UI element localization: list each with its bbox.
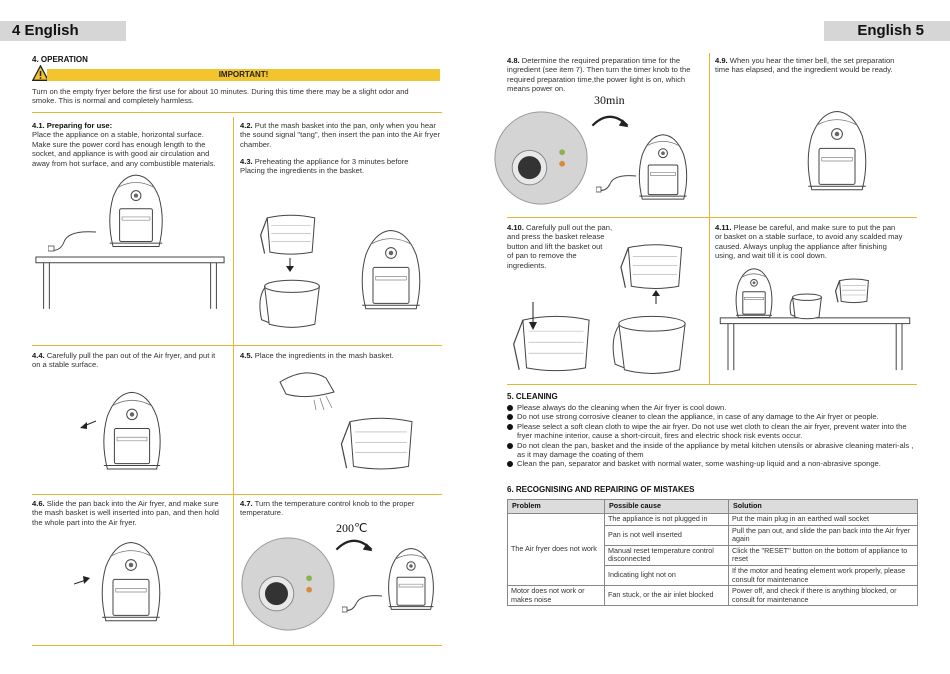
section-4-10: 4.10. Carefully pull out the pan, and pr… — [507, 223, 613, 270]
knob-closeup-illustration — [493, 110, 589, 206]
warning-icon — [32, 65, 49, 82]
section-title-troubleshooting: 6. RECOGNISING AND REPAIRING OF MISTAKES — [507, 485, 695, 494]
table-row: The Air fryer does not work The applianc… — [507, 512, 918, 587]
down-arrow-icon — [286, 258, 294, 272]
section-title-operation: 4. OPERATION — [32, 55, 88, 64]
section-4-1: 4.1. Preparing for use: Place the applia… — [32, 121, 216, 168]
section-4-11: 4.11. Please be careful, and make sure t… — [715, 223, 903, 261]
important-banner: IMPORTANT! — [47, 69, 440, 81]
divider — [233, 346, 234, 494]
cause-cell: Indicating light not on — [604, 564, 729, 587]
temperature-label: 200℃ — [336, 521, 368, 535]
solution-cell: Power off, and check if there is anythin… — [728, 585, 918, 607]
list-item: Please select a soft clean cloth to wipe… — [507, 422, 919, 441]
table-illustration — [34, 252, 226, 312]
section-4-8: 4.8. Determine the required preparation … — [507, 56, 691, 94]
column-header: Solution — [728, 499, 918, 514]
right-arrow-icon — [74, 576, 90, 588]
section-4-9: 4.9. When you hear the timer bell, the s… — [715, 56, 895, 75]
cause-cell: Fan stuck, or the air inlet blocked — [604, 585, 729, 607]
list-item: Clean the pan, separator and basket with… — [507, 459, 919, 468]
pan-illustration — [254, 272, 330, 334]
air-fryer-illustration — [626, 120, 700, 216]
basket-illustration — [338, 408, 424, 480]
air-fryer-illustration — [792, 94, 882, 210]
section-4-6: 4.6. Slide the pan back into the Air fry… — [32, 499, 220, 527]
list-item: Please always do the cleaning when the A… — [507, 403, 919, 412]
cause-cell: The appliance is not plugged in — [604, 513, 729, 526]
basket-illustration — [510, 306, 602, 382]
section-4-5: 4.5. Place the ingredients in the mash b… — [240, 351, 394, 360]
list-item: Do not use strong corrosive cleaner to c… — [507, 412, 919, 421]
power-cord-illustration — [342, 592, 382, 614]
section-title-cleaning: 5. CLEANING — [507, 392, 558, 401]
divider — [32, 494, 442, 495]
divider — [507, 217, 917, 218]
solution-cell: If the motor and heating element work pr… — [728, 564, 918, 587]
power-cord-illustration — [596, 172, 636, 194]
section-4-4: 4.4. Carefully pull the pan out of the A… — [32, 351, 216, 370]
column-header: Possible cause — [604, 499, 729, 514]
divider — [507, 384, 917, 385]
table-illustration — [716, 314, 914, 372]
section-4-3: 4.3. Preheating the appliance for 3 minu… — [240, 157, 409, 176]
problem-cell: The Air fryer does not work — [507, 512, 605, 587]
divider — [233, 117, 234, 345]
divider — [32, 112, 442, 113]
basket-illustration — [618, 236, 692, 298]
section-4-2: 4.2. Put the mash basket into the pan, o… — [240, 121, 440, 149]
left-arrow-icon — [80, 418, 96, 429]
table-row: Motor does not work or makes noise Fan s… — [507, 585, 918, 607]
divider — [709, 218, 710, 384]
cause-cell: Pan is not well inserted — [604, 524, 729, 546]
knob-closeup-illustration — [240, 536, 336, 632]
pan-illustration — [606, 306, 698, 382]
troubleshooting-table: Problem Possible cause Solution The Air … — [507, 499, 918, 607]
rotate-arrow-icon — [330, 532, 378, 556]
down-arrow-icon — [529, 302, 537, 330]
air-fryer-illustration — [86, 528, 176, 638]
solution-cell: Click the "RESET" button on the bottom o… — [728, 544, 918, 566]
cleaning-list: Please always do the cleaning when the A… — [507, 403, 919, 469]
basket-illustration — [834, 270, 874, 312]
list-item: Do not clean the pan, basket and the ins… — [507, 441, 919, 460]
page-header-left: 4 English — [0, 21, 126, 41]
divider — [709, 53, 710, 217]
power-cord-illustration — [48, 228, 98, 254]
air-fryer-illustration — [88, 378, 176, 486]
table-row: Manual reset temperature control disconn… — [508, 544, 918, 566]
problem-cell: Motor does not work or makes noise — [507, 585, 605, 607]
operation-intro: Turn on the empty fryer before the first… — [32, 87, 409, 106]
timer-label: 30min — [594, 93, 625, 107]
basket-illustration — [258, 208, 324, 262]
air-fryer-illustration — [726, 266, 782, 322]
divider — [32, 345, 442, 346]
page-header-right: English 5 — [824, 21, 950, 41]
air-fryer-illustration — [95, 168, 177, 256]
divider — [32, 645, 442, 646]
air-fryer-illustration — [346, 212, 436, 330]
section-4-7: 4.7. Turn the temperature control knob t… — [240, 499, 415, 518]
up-arrow-icon — [652, 290, 660, 304]
pan-illustration — [784, 290, 830, 322]
divider — [233, 495, 234, 645]
cause-cell: Manual reset temperature control disconn… — [604, 544, 729, 566]
solution-cell: Pull the pan out, and slide the pan back… — [728, 524, 918, 546]
air-fryer-illustration — [376, 530, 446, 630]
column-header: Problem — [507, 499, 605, 514]
ingredient-pouring-illustration — [276, 370, 338, 412]
solution-cell: Put the main plug in an earthed wall soc… — [728, 513, 918, 526]
